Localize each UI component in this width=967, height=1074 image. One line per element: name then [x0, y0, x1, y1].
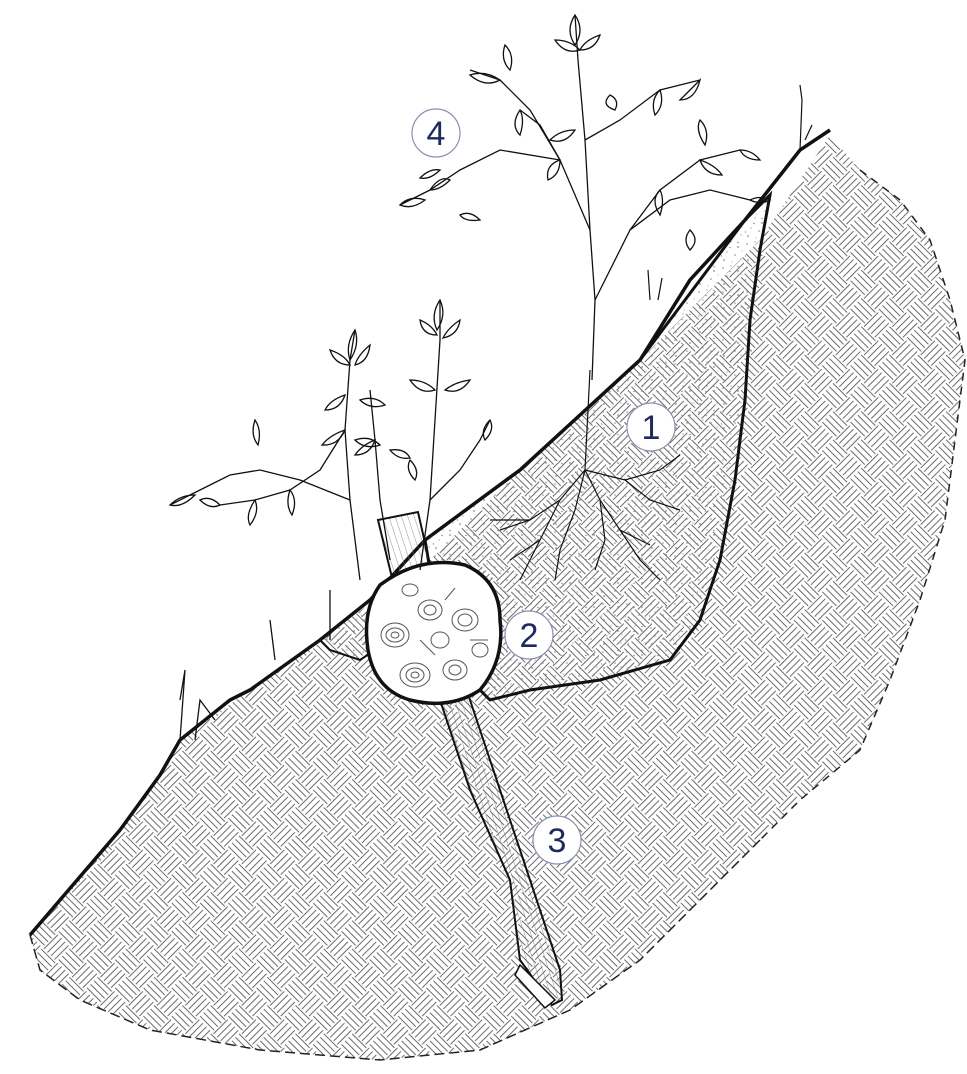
callout-3: 3 — [533, 816, 581, 864]
callout-1: 1 — [627, 403, 675, 451]
callout-4: 4 — [412, 109, 460, 157]
callout-1-label: 1 — [642, 409, 661, 447]
boulder — [367, 563, 501, 704]
callout-2: 2 — [505, 611, 553, 659]
callout-3-label: 3 — [548, 822, 567, 860]
callout-2-label: 2 — [520, 617, 539, 655]
callout-4-label: 4 — [427, 115, 446, 153]
